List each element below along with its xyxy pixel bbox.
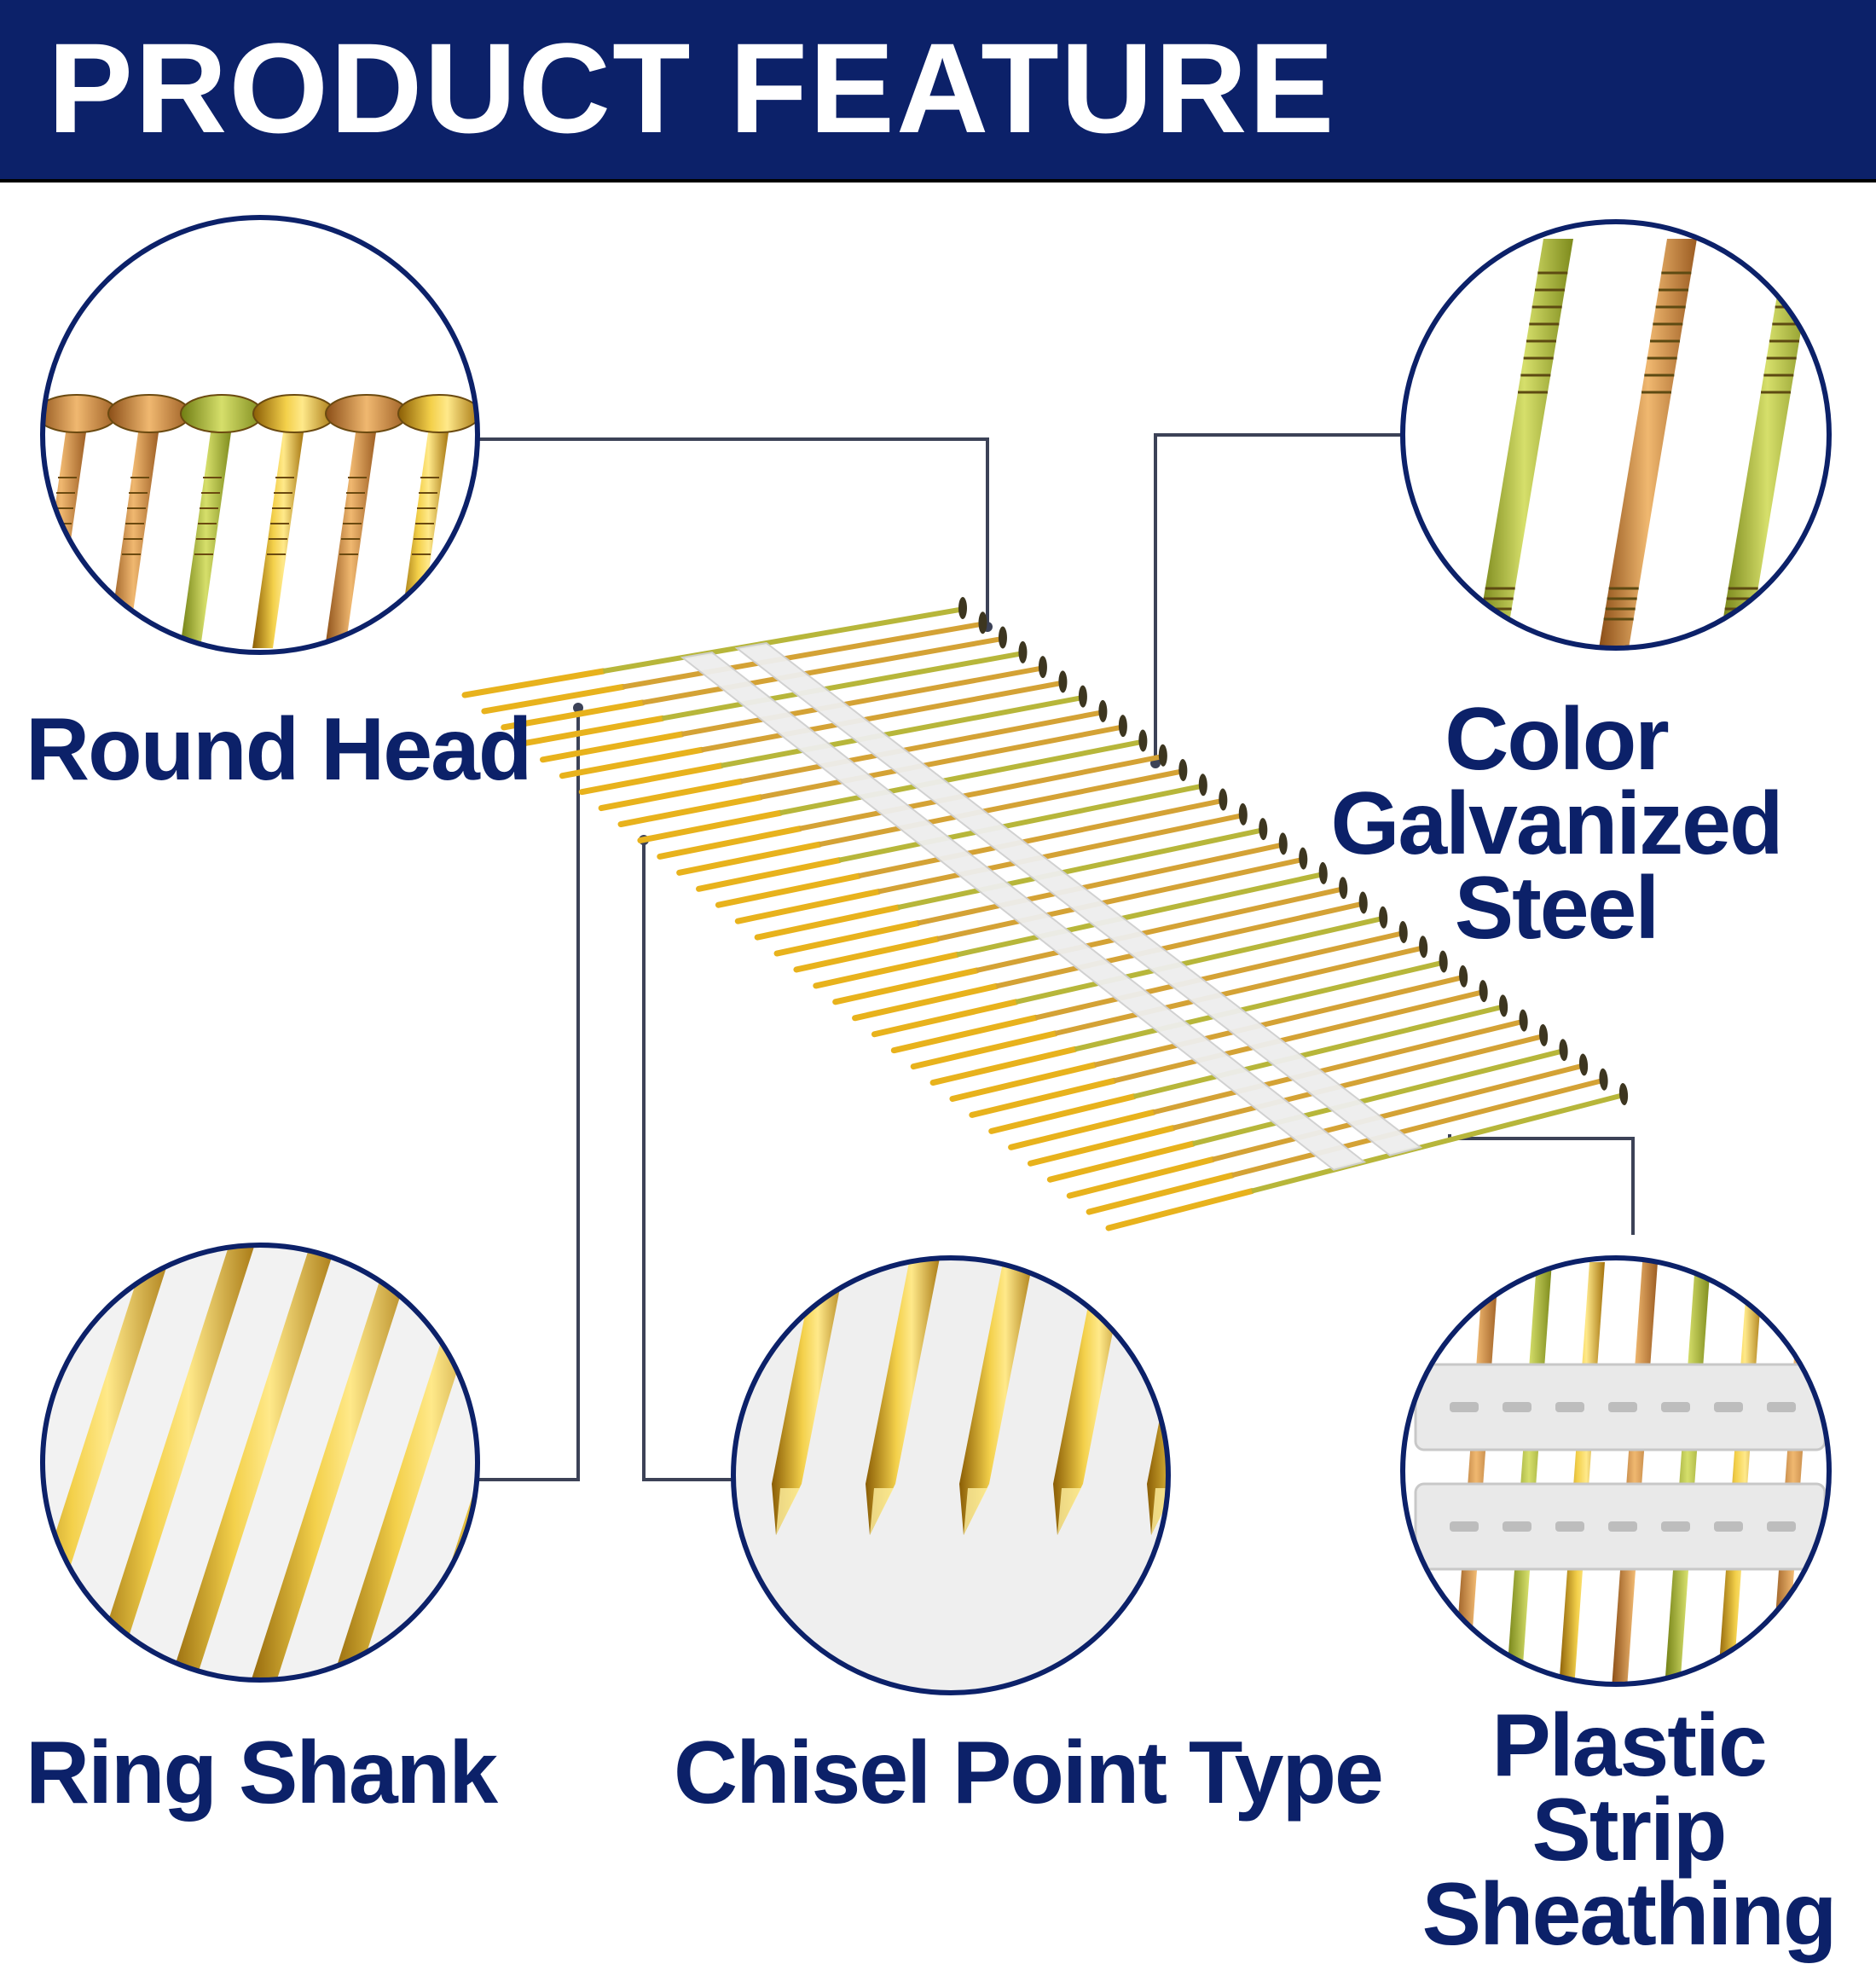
chisel-point-label: Chisel Point Type [674, 1724, 1384, 1822]
plastic-strip-label: Plastic Strip Sheathing [1398, 1701, 1859, 1958]
ring-shank-icon [40, 1243, 480, 1683]
round-head-icon [40, 215, 480, 655]
connector-lines [478, 433, 1635, 1481]
ring-shank-label: Ring Shank [26, 1724, 498, 1822]
plastic-strip-text: Plastic Strip Sheathing [1421, 1696, 1838, 1964]
round-head-label: Round Head [26, 700, 532, 799]
page-title: PRODUCT FEATURE [48, 16, 1336, 159]
galvanized-steel-label: Color Galvanized Steel [1249, 695, 1863, 952]
chisel-point-icon [731, 1255, 1171, 1695]
plastic-strip-icon [1400, 1255, 1832, 1687]
galvanized-steel-icon [1400, 219, 1832, 651]
galvanized-steel-text: Color Galvanized Steel [1330, 690, 1783, 958]
product-illustration [40, 215, 1832, 1695]
nail-strip-image [461, 597, 1629, 1231]
header-banner: PRODUCT FEATURE [0, 0, 1876, 182]
